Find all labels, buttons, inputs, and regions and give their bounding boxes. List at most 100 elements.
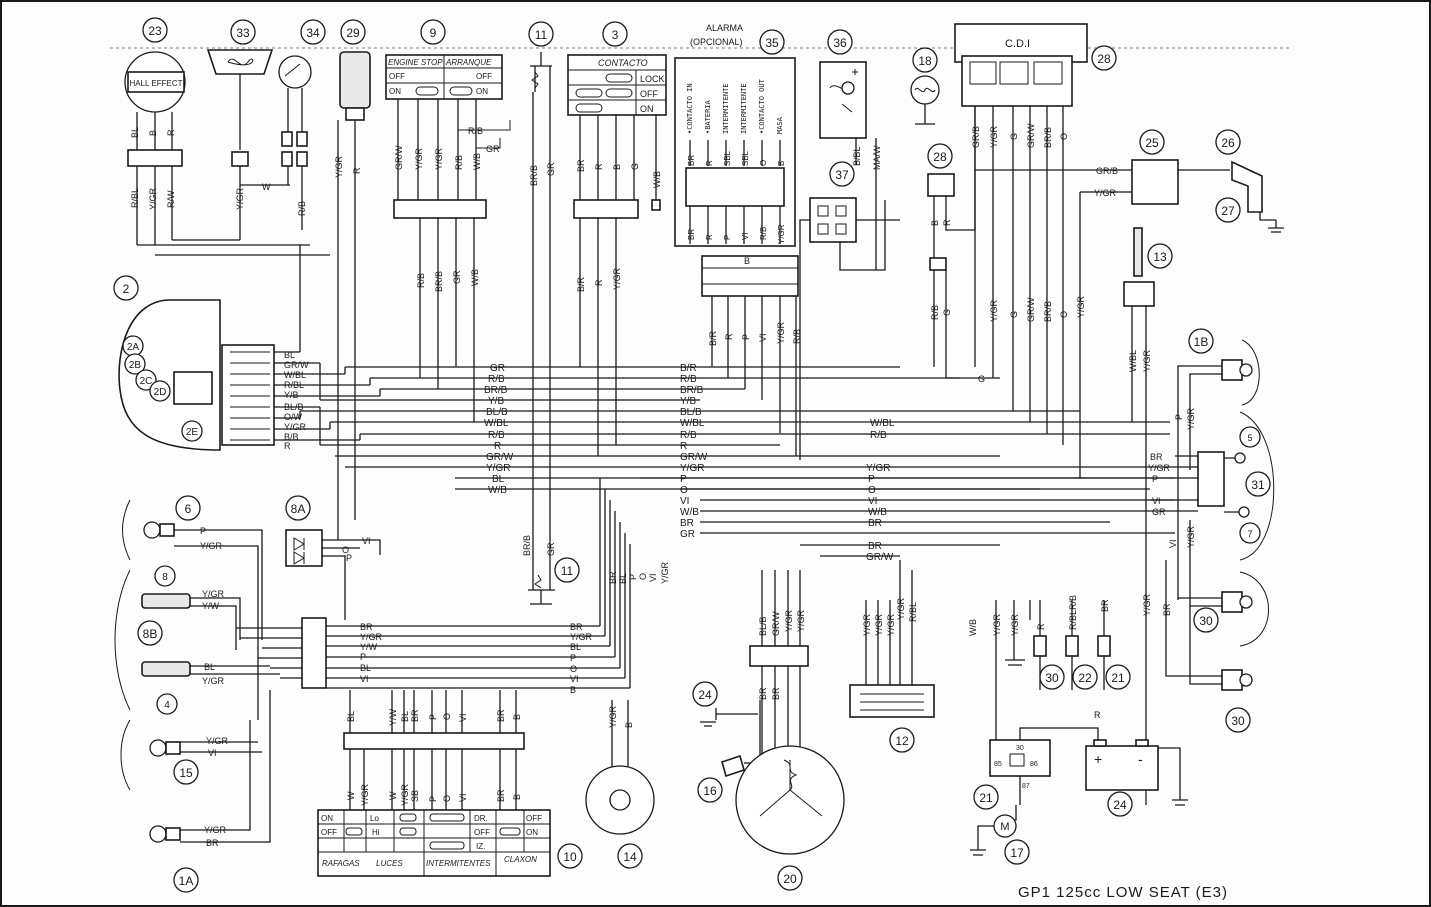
component-37: 37 [799,161,900,460]
component-number: 2D [154,387,167,398]
wire-label: B/B [284,432,299,442]
bus-label: W/B [868,507,887,518]
wire-label: VI [741,232,750,240]
wire-label: VI [648,573,658,582]
bus-label: GR/W [486,452,514,463]
bus-label: W/BL [484,418,509,429]
component-18: 18 [910,47,940,125]
wire-label: R [1036,623,1046,630]
arranque-label: ARRANQUE [445,58,492,67]
bus-label: GR/W [866,552,894,563]
relay-pin: 85 [994,761,1002,768]
wire-label: Y/GR [992,613,1002,636]
component-number: 8B [143,627,158,641]
component-number: 28 [1097,52,1111,66]
component-number: 23 [148,24,162,38]
engine-stop-switch: 9 ENGINE STOP ARRANQUE OFF ON OFF ON GR/… [385,19,511,422]
wire-label: W [388,791,398,800]
wire-label: R/B [1068,595,1078,610]
wire-label: Y/GR [204,825,227,835]
brake-switch-front: 11 BR/B GR [528,21,556,540]
wire-label: GR [452,270,462,284]
wire-label: G [942,309,952,316]
wire-label: Y/B [284,390,299,400]
wire-label: R/W [166,190,176,208]
relay-pin: 86 [1030,761,1038,768]
wire-label: BR/B [1043,127,1053,148]
horn: Y/GR B 14 BR BL P O VI Y/GR [585,561,670,869]
alarm-pin-label: •CONTACTO OUT [758,78,766,134]
wire-label: Y/GR [784,609,794,632]
wire-label: Y/W [360,642,378,652]
wire-label: G [978,374,985,384]
wire-label: P [360,652,366,662]
component-number: 36 [833,36,847,50]
lower-harness: BR Y/GR Y/W P BL VI BR Y/GR BL P O VI B [236,478,631,695]
wire-label: O [1059,311,1069,318]
wire-label: B [512,794,522,800]
wire-label: BL [284,350,295,360]
wire-label: Y/GR [434,147,444,170]
wire-label: O [1059,133,1069,140]
bus-label: BR/B [680,385,704,396]
component-number: 2A [127,342,140,353]
handlebar-switch: BL Y/W BL BR P O VI BR B ON OFF Lo Hi DR… [317,690,583,877]
component-number: 28 [933,150,947,164]
rafagas-label: RAFAGAS [322,859,360,868]
component-number: 8 [162,572,168,583]
wire-label: Y/GR [796,609,806,632]
bus-label: BL [492,474,505,485]
wire-label: W [346,791,356,800]
component-number: 3 [612,28,619,42]
wire-label: Y/GR [200,541,223,551]
wire-label: Y/GR [360,632,383,642]
wire-label: BR [1150,452,1163,462]
component-number: 30 [1231,714,1245,728]
component-number: 21 [1111,671,1125,685]
component-number: 30 [1199,614,1213,628]
wire-label: P [428,714,438,720]
wire-label: VI [1168,539,1178,548]
component-number: 24 [698,688,712,702]
wire-label: BR/B [529,165,539,186]
wire-label: B [744,256,750,266]
wire-label: W/B [470,269,480,286]
wire-label: Y/GR [989,299,999,322]
wire-label: VI [360,674,369,684]
cdi-unit: C.D.I 28 GR/B Y/GR G GR/W BR/B O Y/GR G … [954,23,1117,445]
wire-label: GR/W [284,360,309,370]
wire-label: BR [771,687,781,700]
wire-label: B/BL [852,146,862,166]
diagram-title: GP1 125cc LOW SEAT (E3) [1018,884,1228,901]
ignition-switch: 3 CONTACTO LOCK OFF ON BR R B G W/B B/R … [567,21,667,456]
bus-label: VI [680,496,689,507]
wire-label: R [352,167,362,174]
component-number: 17 [1010,846,1024,860]
battery-minus: - [1138,751,1143,767]
component-number: 25 [1145,136,1159,150]
off-label: OFF [474,828,490,837]
wire-label: B [777,161,786,166]
component-number: 30 [1045,671,1059,685]
wire-label: Y/GR [400,783,410,806]
wire-label: Y/GR [1186,525,1196,548]
component-number: 35 [765,36,779,50]
on-label: ON [640,104,654,114]
component-33: 33 Y/GR W [206,19,290,240]
mid-right-labels: Y/GR P O VI W/B BR BR GR/W [866,463,894,563]
battery-plus: + [1094,751,1102,767]
wire-label: P [723,235,732,240]
wire-label: Y/W [388,708,398,726]
alarm-pin-label: •CONTACTO IN [686,83,694,134]
wire-label: BL [400,711,410,722]
wire-label: BL/B [284,402,304,412]
hall-effect-label: HALL EFFECT [129,79,182,88]
wire-label: Y/GR [414,147,424,170]
wire-label: R [166,129,176,136]
wire-label: P [200,526,206,536]
wire-label: GR/W [1026,297,1036,322]
wire-label: Y/GR [989,125,999,148]
wire-label: P [628,574,638,580]
alarm-pin-label: MASA [776,116,784,134]
wire-label: SB [410,790,420,802]
